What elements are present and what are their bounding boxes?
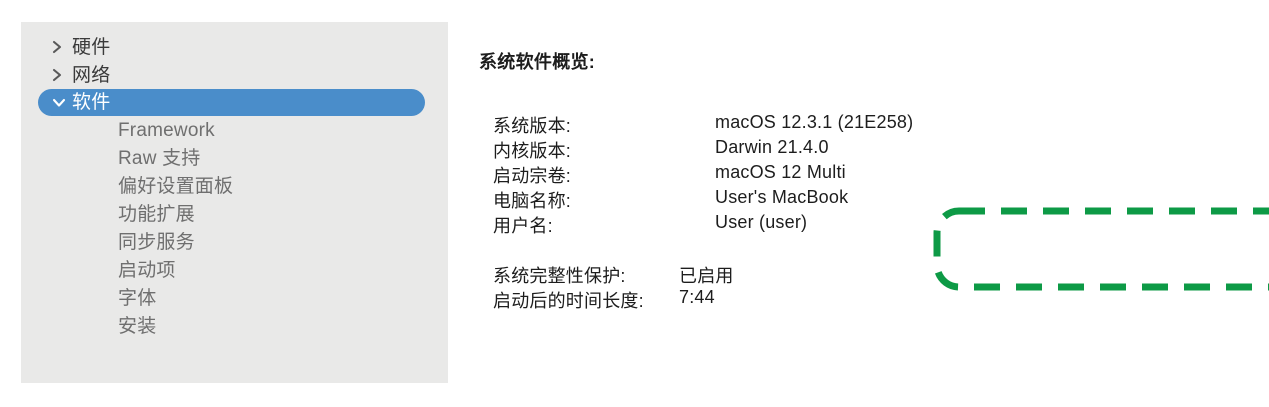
table-row: 系统版本: macOS 12.3.1 (21E258): [493, 112, 1053, 137]
table-row: 电脑名称: User's MacBook: [493, 187, 1053, 212]
info-row-inner: 启动后的时间长度: 7:44: [493, 287, 1053, 313]
info-row-inner: 用户名: User (user): [493, 212, 1053, 238]
info-label: 内核版本:: [493, 140, 572, 161]
system-software-overview-pane: 系统软件概览: 系统版本: macOS 12.3.1 (21E258) 内核版本: D…: [460, 0, 1269, 407]
sidebar-item-0[interactable]: 硬件: [21, 33, 448, 61]
info-label: 系统完整性保护:: [493, 265, 626, 286]
info-row-inner: 系统版本: macOS 12.3.1 (21E258): [493, 112, 1053, 138]
info-row-inner: 内核版本: Darwin 21.4.0: [493, 137, 1053, 163]
info-value: 7:44: [679, 286, 715, 307]
sidebar-item-2[interactable]: 软件: [38, 89, 425, 116]
info-label: 用户名:: [493, 215, 553, 236]
sidebar-item-label: 字体: [118, 287, 157, 309]
sidebar-item-8[interactable]: 启动项: [21, 256, 448, 284]
table-row: 系统完整性保护: 已启用: [493, 262, 1053, 287]
sidebar-item-4[interactable]: Raw 支持: [21, 144, 448, 172]
sidebar-item-7[interactable]: 同步服务: [21, 228, 448, 256]
info-value: macOS 12.3.1 (21E258): [715, 111, 914, 132]
sidebar-item-6[interactable]: 功能扩展: [21, 200, 448, 228]
sidebar-item-1[interactable]: 网络: [21, 61, 448, 89]
table-row: 用户名: User (user): [493, 212, 1053, 237]
info-value: Darwin 21.4.0: [715, 136, 829, 157]
sidebar-item-label: 偏好设置面板: [118, 175, 234, 197]
sidebar-item-label: 启动项: [118, 259, 176, 281]
info-value: User's MacBook: [715, 186, 849, 207]
info-row-inner: 电脑名称: User's MacBook: [493, 187, 1053, 213]
info-label: 电脑名称:: [493, 190, 572, 211]
sidebar-item-label: 功能扩展: [118, 203, 195, 225]
sidebar-item-label: 同步服务: [118, 231, 195, 253]
info-label: 启动宗卷:: [493, 165, 572, 186]
sidebar-item-label: 安装: [118, 315, 157, 337]
sidebar-item-label: 硬件: [72, 36, 111, 58]
info-row-inner: 启动宗卷: macOS 12 Multi: [493, 162, 1053, 188]
chevron-down-icon[interactable]: [52, 97, 72, 108]
info-label: 启动后的时间长度:: [493, 290, 644, 311]
sidebar-item-label: Framework: [118, 119, 215, 141]
info-value: User (user): [715, 211, 808, 232]
chevron-right-icon[interactable]: [52, 40, 72, 54]
sidebar-item-5[interactable]: 偏好设置面板: [21, 172, 448, 200]
sidebar-item-9[interactable]: 字体: [21, 284, 448, 312]
chevron-right-icon[interactable]: [52, 68, 72, 82]
table-row: 启动后的时间长度: 7:44: [493, 287, 1053, 312]
sidebar-item-3[interactable]: Framework: [21, 116, 448, 144]
sidebar-item-label: 软件: [72, 92, 111, 113]
info-value: macOS 12 Multi: [715, 161, 846, 182]
system-info-table: 系统版本: macOS 12.3.1 (21E258) 内核版本: Darwin 21…: [493, 112, 1053, 312]
info-row-inner: 系统完整性保护: 已启用: [493, 262, 1053, 288]
sidebar-item-label: Raw 支持: [118, 147, 201, 169]
info-value: 已启用: [679, 265, 734, 286]
page-title: 系统软件概览:: [479, 52, 596, 72]
sidebar-item-label: 网络: [72, 64, 111, 86]
table-row: 启动宗卷: macOS 12 Multi: [493, 162, 1053, 187]
sidebar-item-10[interactable]: 安装: [21, 312, 448, 340]
info-row-occluded: [493, 237, 1053, 262]
info-label: 系统版本:: [493, 115, 572, 136]
table-row: 内核版本: Darwin 21.4.0: [493, 137, 1053, 162]
